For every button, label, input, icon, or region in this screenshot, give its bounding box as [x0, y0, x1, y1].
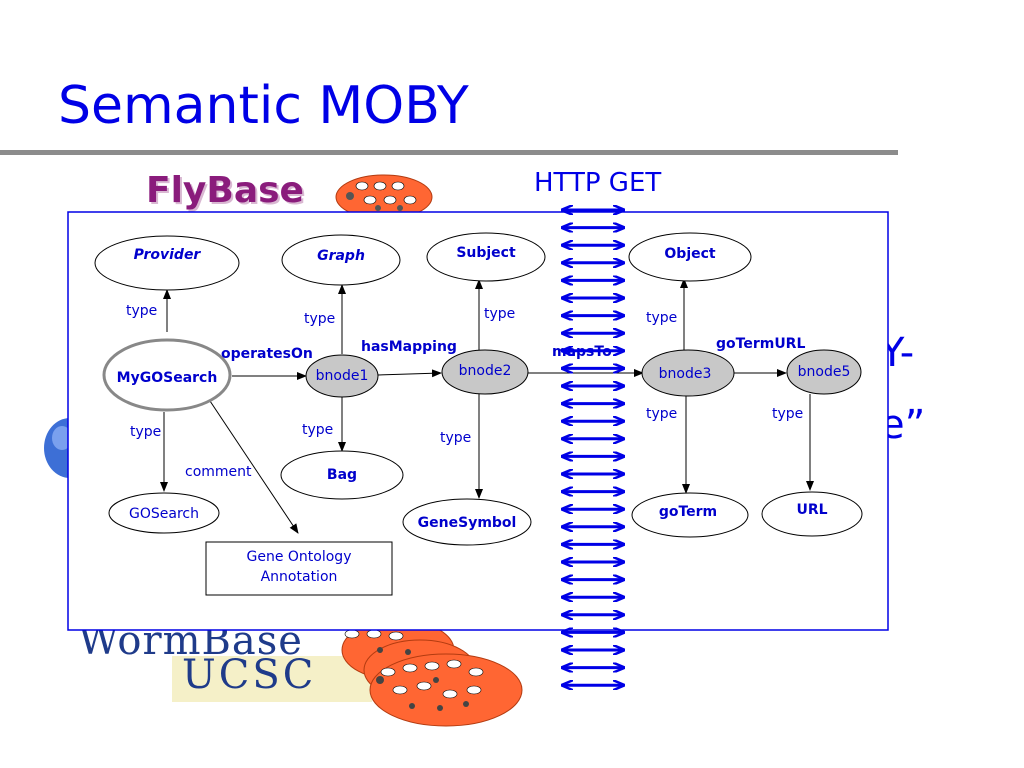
- node-goterm-label: goTerm: [659, 504, 717, 520]
- node-goterm: goTerm: [631, 492, 749, 538]
- node-provider: Provider: [94, 235, 240, 291]
- ucsc-cloud-icons: [341, 619, 523, 727]
- edge-label-type-object: type: [646, 310, 677, 326]
- page-title: Semantic MOBY: [58, 76, 469, 136]
- node-bnode3: bnode3: [641, 349, 735, 397]
- edge-label-type-graph: type: [304, 311, 335, 327]
- node-genesymbol-label: GeneSymbol: [418, 515, 517, 531]
- node-bnode5-label: bnode5: [798, 364, 851, 380]
- node-bnode3-label: bnode3: [659, 366, 712, 382]
- node-mygosearch-label: MyGOSearch: [117, 370, 218, 386]
- annotation-line-2: Annotation: [261, 569, 338, 585]
- node-bnode1: bnode1: [305, 354, 379, 398]
- node-object-label: Object: [664, 246, 716, 262]
- node-mygosearch[interactable]: MyGOSearch: [102, 338, 232, 412]
- graph-edges: [160, 278, 814, 534]
- edge-label-has-mapping: hasMapping: [361, 339, 457, 355]
- annotation-line-1: Gene Ontology: [247, 549, 352, 565]
- ucsc-logo-text: UCSC: [182, 652, 317, 698]
- edge-label-go-term-url: goTermURL: [716, 336, 805, 352]
- edge-label-operates-on: operatesOn: [221, 346, 313, 362]
- node-genesymbol: GeneSymbol: [402, 498, 532, 546]
- node-gosearch-label: GOSearch: [129, 506, 199, 522]
- node-graph: Graph: [281, 234, 401, 286]
- node-bnode2: bnode2: [441, 349, 529, 395]
- node-gene-ontology-annotation: Gene Ontology Annotation: [205, 541, 393, 596]
- edge-label-type-provider: type: [126, 303, 157, 319]
- flybase-cloud-icon: [335, 174, 433, 220]
- node-bnode1-label: bnode1: [316, 368, 369, 384]
- flybase-logo-text: FlyBase: [146, 170, 304, 211]
- node-object: Object: [628, 232, 752, 282]
- edge-label-type-subject: type: [484, 306, 515, 322]
- http-get-arrow-stack: [562, 210, 624, 685]
- node-url-label: URL: [796, 502, 827, 518]
- edge-label-type-genesymbol: type: [440, 430, 471, 446]
- node-gosearch: GOSearch: [108, 492, 220, 534]
- edge-label-type-gosearch: type: [130, 424, 161, 440]
- node-bnode5: bnode5: [786, 349, 862, 395]
- edge-label-type-bag: type: [302, 422, 333, 438]
- node-bag-label: Bag: [327, 467, 357, 483]
- http-get-label: HTTP GET: [534, 168, 662, 198]
- node-provider-label: Provider: [134, 247, 202, 263]
- title-divider: [0, 150, 898, 155]
- ucsc-logo-background: [172, 656, 372, 702]
- edge-label-type-goterm: type: [646, 406, 677, 422]
- node-bnode2-label: bnode2: [459, 363, 512, 379]
- node-graph-label: Graph: [317, 248, 365, 264]
- edge-label-type-url: type: [772, 406, 803, 422]
- node-url: URL: [761, 491, 863, 537]
- edge-label-comment: comment: [185, 464, 252, 480]
- node-subject-label: Subject: [456, 245, 516, 261]
- node-bag: Bag: [280, 450, 404, 500]
- node-subject: Subject: [426, 232, 546, 282]
